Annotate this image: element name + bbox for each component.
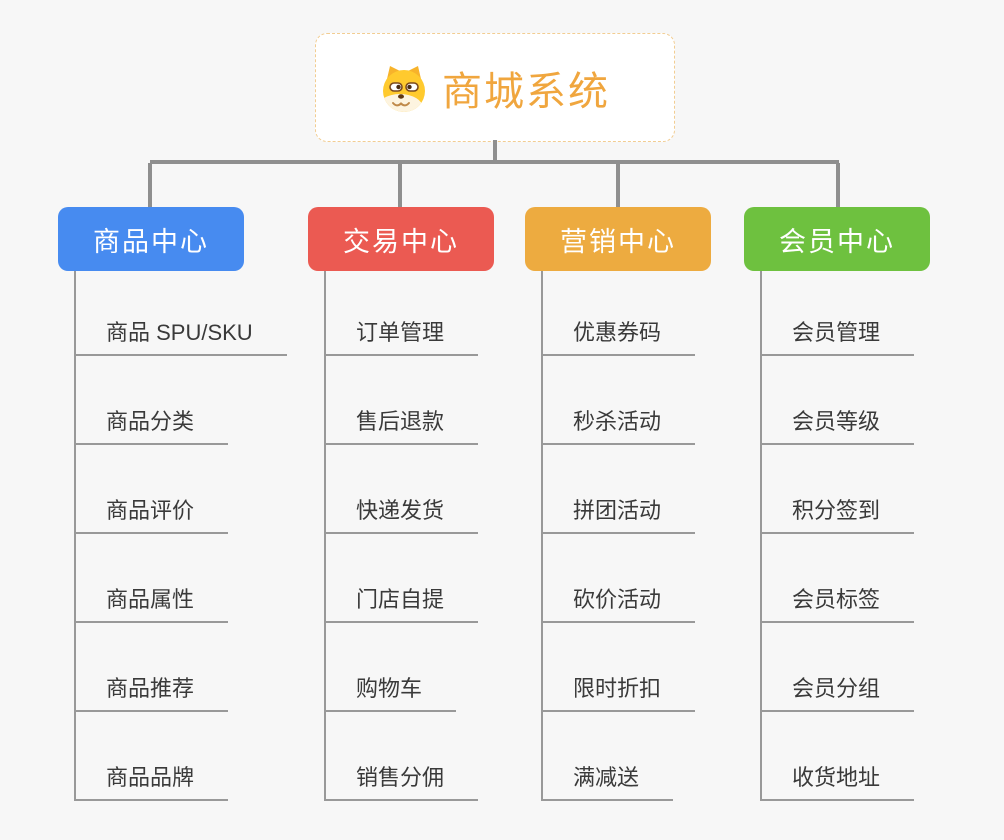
subtopic-item[interactable]: 收货地址 [760,765,915,801]
branch-product-center: 商品中心 商品 SPU/SKU 商品分类 商品评价 商品属性 商品推荐 商品品牌 [58,207,308,817]
subtopic-item[interactable]: 秒杀活动 [541,409,696,445]
subtopic-item[interactable]: 商品推荐 [74,676,229,712]
connector-rail [150,160,839,164]
branch-label: 会员中心 [779,226,895,257]
subtopic-item[interactable]: 门店自提 [324,587,479,623]
branch-label: 营销中心 [560,226,676,257]
branch-member-center: 会员中心 会员管理 会员等级 积分签到 会员标签 会员分组 收货地址 [744,207,994,817]
subtopic-item[interactable]: 售后退款 [324,409,479,445]
branch-trunk [541,271,543,801]
branch-marketing-center: 营销中心 优惠券码 秒杀活动 拼团活动 砍价活动 限时折扣 满减送 [525,207,775,817]
subtopic-item[interactable]: 商品属性 [74,587,229,623]
branch-trade-center: 交易中心 订单管理 售后退款 快递发货 门店自提 购物车 销售分佣 [308,207,558,817]
branch-trunk [324,271,326,801]
connector-drop-marketing [616,163,620,207]
subtopic-item[interactable]: 商品分类 [74,409,229,445]
connector-drop-member [836,163,840,207]
subtopic-item[interactable]: 快递发货 [324,498,479,534]
connector-drop-trade [398,163,402,207]
subtopic-item[interactable]: 会员标签 [760,587,915,623]
subtopic-item[interactable]: 会员等级 [760,409,915,445]
doge-icon [383,65,425,112]
root-topic-title: 商城系统 [442,69,610,114]
subtopic-item[interactable]: 商品 SPU/SKU [74,320,287,356]
subtopic-item[interactable]: 商品品牌 [74,765,229,801]
subtopic-item[interactable]: 商品评价 [74,498,229,534]
subtopic-item[interactable]: 拼团活动 [541,498,696,534]
subtopic-item[interactable]: 满减送 [541,765,674,801]
branch-node-product-center[interactable]: 商品中心 [58,207,244,271]
subtopic-item[interactable]: 会员管理 [760,320,915,356]
subtopic-item[interactable]: 砍价活动 [541,587,696,623]
branch-node-trade-center[interactable]: 交易中心 [308,207,494,271]
subtopic-item[interactable]: 积分签到 [760,498,915,534]
subtopic-item[interactable]: 会员分组 [760,676,915,712]
branch-trunk [74,271,76,801]
subtopic-item[interactable]: 优惠券码 [541,320,696,356]
subtopic-item[interactable]: 限时折扣 [541,676,696,712]
branch-node-member-center[interactable]: 会员中心 [744,207,930,271]
root-topic-node[interactable]: 商城系统 [315,33,675,142]
subtopic-item[interactable]: 销售分佣 [324,765,479,801]
subtopic-item[interactable]: 购物车 [324,676,457,712]
branch-node-marketing-center[interactable]: 营销中心 [525,207,711,271]
subtopic-item[interactable]: 订单管理 [324,320,479,356]
branch-label: 交易中心 [343,226,459,257]
branch-trunk [760,271,762,801]
branch-label: 商品中心 [93,226,209,257]
connector-drop-product [148,163,152,207]
connector-root-stub [493,140,497,162]
